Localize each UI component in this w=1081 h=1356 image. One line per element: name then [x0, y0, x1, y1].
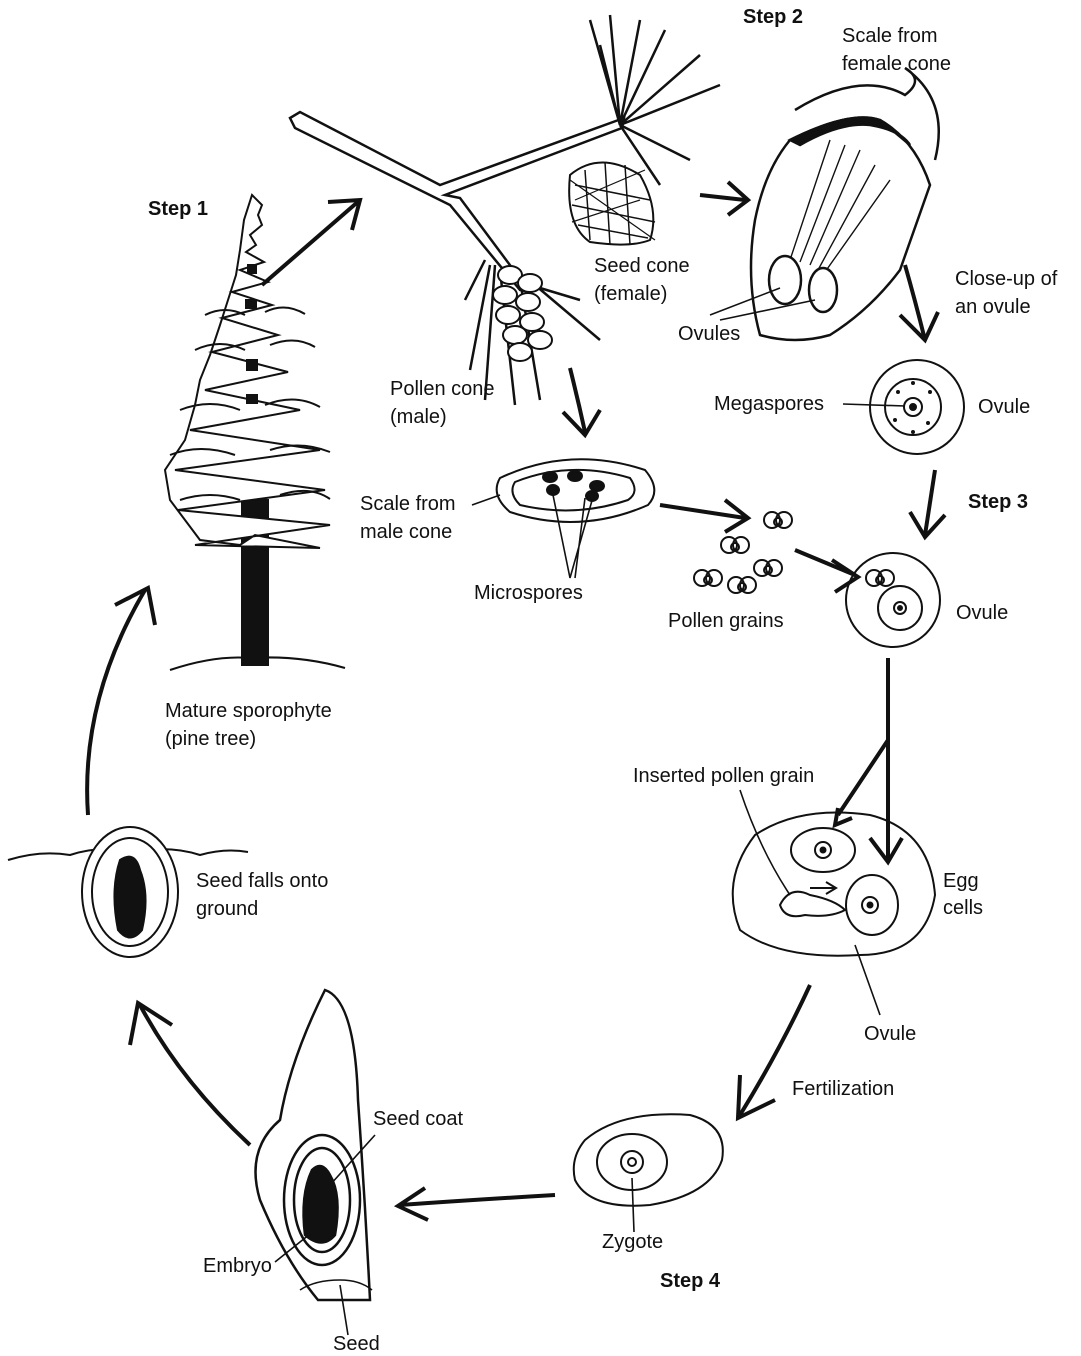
zygote-label: Zygote [602, 1228, 663, 1256]
seed-falls-label-line1: Seed falls onto [196, 867, 328, 895]
pine-branch [290, 15, 720, 405]
embryo-label: Embryo [203, 1252, 272, 1280]
step-4-label: Step 4 [660, 1267, 720, 1295]
pollen-cone-label-line2: (male) [390, 403, 447, 431]
pollen-grains-label: Pollen grains [668, 607, 784, 635]
egg-ovule-leaders [740, 790, 880, 1015]
scale-male-label-line2: male cone [360, 518, 452, 546]
pollen-cone [493, 266, 552, 361]
microspores-label: Microspores [474, 579, 583, 607]
mature-sporophyte-label-line1: Mature sporophyte [165, 697, 332, 725]
seed-cone [569, 162, 655, 245]
closeup-label-line1: Close-up of [955, 265, 1057, 293]
scale-female-label-line2: female cone [842, 50, 951, 78]
zygote-leader [632, 1178, 634, 1232]
megaspores-label: Megaspores [714, 390, 824, 418]
ovule-egg-label: Ovule [864, 1020, 916, 1048]
ovule-pollinated-label: Ovule [956, 599, 1008, 627]
pollen-cone-label-line1: Pollen cone [390, 375, 495, 403]
megaspores-leader [843, 404, 905, 406]
zygote [574, 1114, 723, 1205]
ovule-egg-cells [733, 813, 935, 956]
egg-cells-label-line1: Egg [943, 867, 979, 895]
winged-seed [256, 990, 371, 1300]
egg-cells-label-line2: cells [943, 894, 983, 922]
pine-tree [165, 195, 345, 670]
scale-female-label-line1: Scale from [842, 22, 938, 50]
ovule-pollinated [846, 553, 940, 647]
male-scale [497, 459, 655, 522]
closeup-label-line2: an ovule [955, 293, 1031, 321]
scale-male-label-line1: Scale from [360, 490, 456, 518]
ovules-label: Ovules [678, 320, 740, 348]
seed-falls-label-line2: ground [196, 895, 258, 923]
inserted-pollen-label: Inserted pollen grain [633, 762, 814, 790]
step-1-label: Step 1 [148, 195, 208, 223]
seed-coat-label: Seed coat [373, 1105, 463, 1133]
ovule-closeup [870, 360, 964, 454]
seed-cone-label-line1: Seed cone [594, 252, 690, 280]
female-scale [751, 68, 939, 340]
tree-to-branch-arrow [262, 200, 360, 285]
step-2-label: Step 2 [743, 3, 803, 31]
fertilization-label: Fertilization [792, 1075, 894, 1103]
step-3-label: Step 3 [968, 488, 1028, 516]
ovule-closeup-label: Ovule [978, 393, 1030, 421]
seed-cone-label-line2: (female) [594, 280, 667, 308]
pollen-grains [694, 512, 792, 593]
seed-label: Seed [333, 1330, 380, 1356]
mature-sporophyte-label-line2: (pine tree) [165, 725, 256, 753]
